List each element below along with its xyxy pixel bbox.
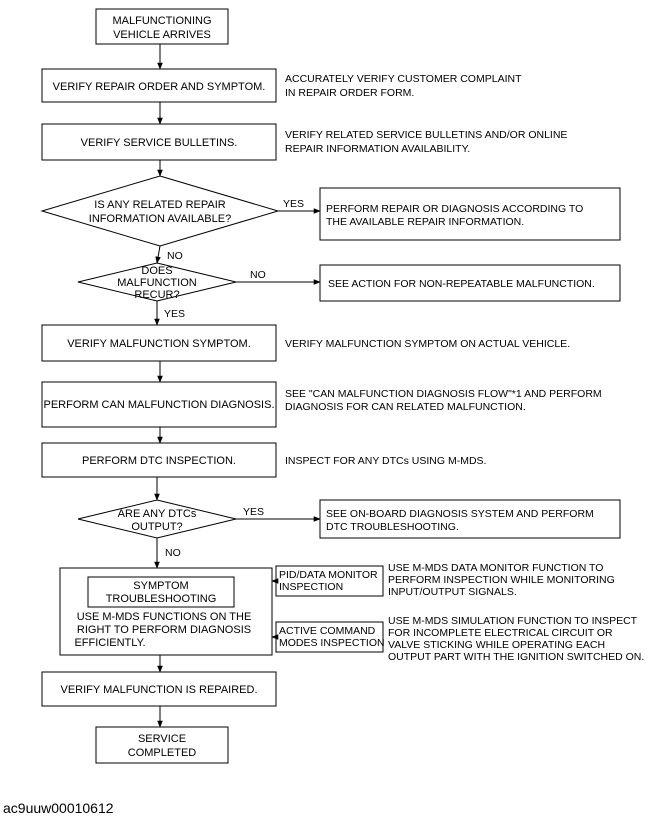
no-label: NO xyxy=(165,547,181,559)
mmds-functions-text: EFFICIENTLY. xyxy=(74,637,145,649)
active-command-text: MODES INSPECTION xyxy=(279,637,385,649)
perform-repair-text: THE AVAILABLE REPAIR INFORMATION. xyxy=(326,216,524,228)
connector xyxy=(155,245,161,264)
mmds-functions-text: USE M-MDS FUNCTIONS ON THE xyxy=(77,611,252,623)
perform-repair-text: PERFORM REPAIR OR DIAGNOSIS ACCORDING TO xyxy=(326,203,583,215)
no-label: NO xyxy=(167,250,183,262)
yes-label: YES xyxy=(283,198,304,210)
active-command-text: ACTIVE COMMAND xyxy=(279,625,376,637)
start-box xyxy=(95,8,229,45)
repair-info-question: IS ANY RELATED REPAIR xyxy=(94,199,225,211)
active-command-note: OUTPUT PART WITH THE IGNITION SWITCHED O… xyxy=(388,651,644,663)
pid-monitor-note: INPUT/OUTPUT SIGNALS. xyxy=(388,586,517,598)
symptom-troubleshooting-text: TROUBLESHOOTING xyxy=(106,593,217,605)
verify-bulletins-note: REPAIR INFORMATION AVAILABILITY. xyxy=(285,143,470,155)
reference-code: ac9uuw00010612 xyxy=(3,800,114,816)
verify-repair-order-note: IN REPAIR ORDER FORM. xyxy=(285,87,414,99)
onboard-diagnosis-text: SEE ON-BOARD DIAGNOSIS SYSTEM AND PERFOR… xyxy=(326,508,594,520)
dtc-question: OUTPUT? xyxy=(131,521,182,533)
can-diagnosis-note: SEE "CAN MALFUNCTION DIAGNOSIS FLOW"*1 A… xyxy=(285,388,602,400)
repair-info-decision xyxy=(40,175,280,247)
perform-repair-box xyxy=(319,187,621,241)
onboard-diagnosis-text: DTC TROUBLESHOOTING. xyxy=(326,521,459,533)
mmds-group-box xyxy=(59,567,273,656)
end-text: SERVICE xyxy=(138,733,186,745)
can-diagnosis-note: DIAGNOSIS FOR CAN RELATED MALFUNCTION. xyxy=(285,401,526,413)
verify-symptom-note: VERIFY MALFUNCTION SYMPTOM ON ACTUAL VEH… xyxy=(285,338,570,350)
dtc-question: ARE ANY DTCs xyxy=(118,508,197,520)
end-text: COMPLETED xyxy=(128,747,197,759)
can-diagnosis-text: PERFORM CAN MALFUNCTION DIAGNOSIS. xyxy=(43,399,274,411)
dtc-inspection-note: INSPECT FOR ANY DTCs USING M-MDS. xyxy=(285,455,486,467)
recur-question: DOES xyxy=(141,265,172,277)
start-text: VEHICLE ARRIVES xyxy=(113,29,211,41)
start-text: MALFUNCTIONING xyxy=(113,15,212,27)
yes-label: YES xyxy=(243,506,264,518)
symptom-troubleshooting-text: SYMPTOM xyxy=(133,580,188,592)
recur-question: RECUR? xyxy=(134,289,179,301)
verify-bulletins-note: VERIFY RELATED SERVICE BULLETINS AND/OR … xyxy=(285,129,567,141)
mmds-functions-text: RIGHT TO PERFORM DIAGNOSIS xyxy=(77,624,251,636)
active-command-note: FOR INCOMPLETE ELECTRICAL CIRCUIT OR xyxy=(388,627,613,639)
symptom-troubleshooting-box xyxy=(87,576,235,608)
repair-info-question: INFORMATION AVAILABLE? xyxy=(89,213,231,225)
verify-repaired-text: VERIFY MALFUNCTION IS REPAIRED. xyxy=(60,684,257,696)
dtc-inspection-text: PERFORM DTC INSPECTION. xyxy=(82,455,236,467)
no-label: NO xyxy=(250,269,266,281)
pid-monitor-note: PERFORM INSPECTION WHILE MONITORING xyxy=(388,574,615,586)
verify-bulletins-text: VERIFY SERVICE BULLETINS. xyxy=(81,137,238,149)
flowchart: MALFUNCTIONING VEHICLE ARRIVES VERIFY RE… xyxy=(40,8,644,764)
recur-question: MALFUNCTION xyxy=(117,277,197,289)
pid-monitor-note: USE M-MDS DATA MONITOR FUNCTION TO xyxy=(388,562,603,574)
pid-monitor-text: PID/DATA MONITOR xyxy=(279,569,378,581)
active-command-note: USE M-MDS SIMULATION FUNCTION TO INSPECT xyxy=(388,615,638,627)
pid-monitor-text: INSPECTION xyxy=(279,581,343,593)
active-command-note: VALVE STICKING WHILE OPERATING EACH xyxy=(388,639,605,651)
verify-repair-order-text: VERIFY REPAIR ORDER AND SYMPTOM. xyxy=(53,81,266,93)
verify-symptom-text: VERIFY MALFUNCTION SYMPTOM. xyxy=(67,338,251,350)
verify-repair-order-note: ACCURATELY VERIFY CUSTOMER COMPLAINT xyxy=(285,73,522,85)
yes-label: YES xyxy=(164,308,185,320)
non-repeatable-text: SEE ACTION FOR NON-REPEATABLE MALFUNCTIO… xyxy=(328,278,595,290)
